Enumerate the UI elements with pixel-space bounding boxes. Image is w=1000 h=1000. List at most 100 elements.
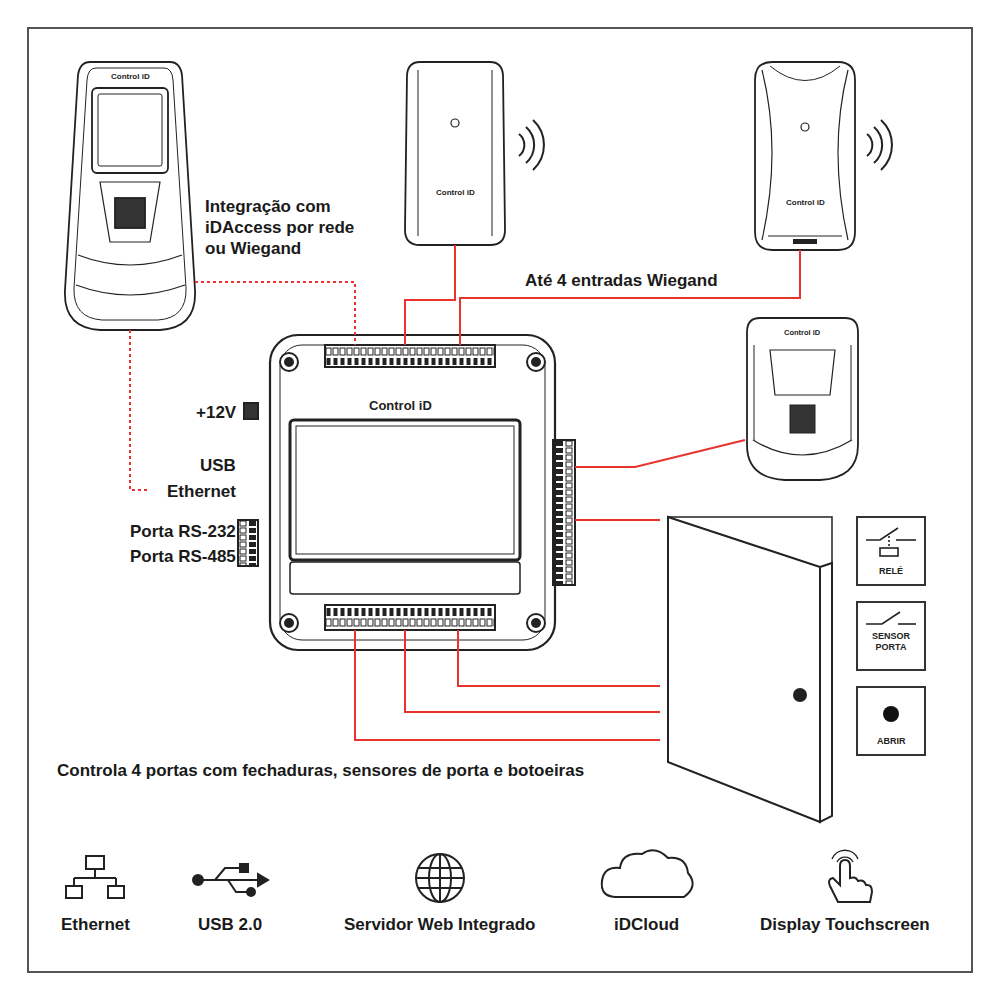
brand-text: Control iD <box>368 398 433 414</box>
callout-text: Integração com iDAccess por rede ou Wieg… <box>205 196 365 259</box>
finger-guide <box>100 182 160 242</box>
brand-text: Control iD <box>110 72 151 82</box>
controller-bevel <box>280 345 545 640</box>
touch-ripple <box>837 857 853 862</box>
device-screen <box>98 94 162 166</box>
wave <box>874 127 882 163</box>
connector-line <box>575 440 745 467</box>
feature-label: Display Touchscreen <box>760 914 930 935</box>
label-holder: Até 4 entradas Wiegand <box>525 270 718 291</box>
sensor-switch <box>866 612 900 624</box>
prox-reader: Control iD <box>755 60 855 250</box>
reader-bevel <box>851 345 852 440</box>
finger-sensor <box>115 198 145 228</box>
screw <box>527 353 545 371</box>
label-holder: Ethernet <box>167 481 236 502</box>
idaccess-drawing <box>65 62 195 330</box>
feature-label: USB 2.0 <box>198 914 262 935</box>
touch-ripple <box>832 850 858 859</box>
device-screen-frame <box>92 88 168 173</box>
door-wire <box>458 630 660 686</box>
prox-reader: Control iD <box>405 60 505 245</box>
reader-drawing <box>755 62 855 250</box>
label-holder: Controla 4 portas com fechaduras, sensor… <box>57 760 584 781</box>
relay-link <box>888 536 890 548</box>
usb-square <box>240 864 248 872</box>
brand-text: Control iD <box>783 328 821 337</box>
door-edge <box>820 563 832 822</box>
globe-lines <box>416 854 464 902</box>
relay-box: RELÉ <box>856 516 926 586</box>
box-label: ABRIR <box>876 736 907 747</box>
label-holder: USB <box>200 455 236 476</box>
wave <box>526 127 534 163</box>
port-label: +12V <box>196 402 236 423</box>
reader-outline <box>747 318 858 480</box>
screw <box>280 353 298 371</box>
wireless-waves <box>867 120 892 170</box>
controller-drawing <box>238 335 575 650</box>
lower-panel <box>290 562 520 594</box>
door-knob <box>794 689 806 701</box>
side-terminal <box>553 440 575 585</box>
biometric-reader: Control iD <box>745 315 860 480</box>
network-wire <box>130 330 148 490</box>
device-curve <box>76 285 185 295</box>
label-holder: Integração com iDAccess por rede ou Wieg… <box>205 196 365 259</box>
reader-screen <box>770 350 835 395</box>
controller-housing <box>270 335 555 650</box>
reader-drawing <box>747 318 858 480</box>
frame <box>28 28 972 972</box>
ethernet-icon <box>66 856 124 898</box>
reader-curve <box>838 70 848 240</box>
caption-note: Controla 4 portas com fechaduras, sensor… <box>57 760 584 781</box>
box-label: RELÉ <box>878 566 904 577</box>
access-controller: Control iD <box>262 345 575 630</box>
relay-contact <box>896 539 916 541</box>
wave <box>867 134 872 156</box>
reader-bevel <box>492 70 493 236</box>
callout-text: Até 4 entradas Wiegand <box>525 270 718 291</box>
hand <box>829 860 872 902</box>
reader-curve <box>770 66 840 81</box>
reader-bevel <box>418 70 419 236</box>
screw-head <box>285 358 293 366</box>
door-wire <box>575 519 660 521</box>
reader-line <box>768 236 842 237</box>
sensor-box: SENSOR PORTA <box>856 601 926 671</box>
relay-coil <box>880 548 898 556</box>
net-box <box>86 856 104 869</box>
net-lines <box>74 869 116 886</box>
cloud-icon <box>602 850 693 897</box>
wires <box>130 330 660 740</box>
reader-keypad <box>790 405 815 433</box>
sensor-contact <box>898 623 916 625</box>
feature-label: iDCloud <box>614 914 679 935</box>
wave <box>519 134 524 156</box>
port-label: Porta RS-232 <box>130 521 236 542</box>
label-holder: USB 2.0 <box>198 914 262 935</box>
reader-led <box>451 119 459 127</box>
connector-line <box>460 250 800 345</box>
feature-label: Servidor Web Integrado <box>344 914 535 935</box>
reader-curve <box>762 70 772 240</box>
screw-head <box>285 619 293 627</box>
screw <box>280 614 298 632</box>
push-button <box>883 706 899 722</box>
door-wire <box>405 630 660 712</box>
top-terminal <box>325 345 495 367</box>
label-holder: Porta RS-232 <box>130 521 236 542</box>
wave <box>881 120 892 170</box>
brand-text: Control iD <box>435 188 476 198</box>
wave <box>533 120 544 170</box>
bottom-terminal <box>325 605 495 630</box>
label-holder: Ethernet <box>61 914 130 935</box>
power-connector <box>244 403 258 419</box>
port-label: Ethernet <box>167 481 236 502</box>
box-symbols <box>866 528 916 722</box>
touch-icon <box>829 850 872 902</box>
net-box <box>66 886 82 898</box>
label-holder: +12V <box>196 402 236 423</box>
